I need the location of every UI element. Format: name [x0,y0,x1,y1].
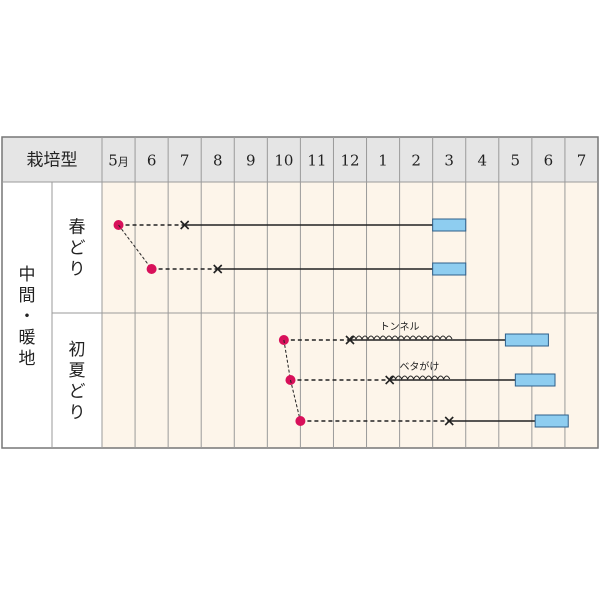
month-label: 5 [511,152,521,170]
month-label: 10 [274,152,293,170]
group-label-char: ど [69,239,86,259]
region-label-char: 中 [19,265,36,285]
planting-mark [385,375,395,385]
month-label: 8 [213,152,223,170]
group-label-char: り [69,260,86,280]
harvest-bar [504,333,549,347]
harvest-bar [432,262,467,276]
group-label-char: 初 [69,340,86,360]
header-label: 栽培型 [27,151,78,171]
region-label-char: 間 [19,286,36,306]
planting-mark [180,220,190,230]
region-label-char: ・ [19,307,36,327]
month-label: 6 [147,152,157,170]
group-label-char: ど [69,382,86,402]
month-label: 5月 [108,152,129,170]
sowing-dot [146,264,157,274]
region-label-char: 暖 [19,328,36,348]
cover-label: ベタがけ [399,360,439,373]
sowing-connector [283,339,291,381]
harvest-bar [534,414,569,428]
grid-layer [1,136,599,449]
planting-mark [345,335,355,345]
month-label: 9 [246,152,256,170]
planting-mark [213,264,223,274]
sowing-dot [295,416,306,426]
marks-layer [113,218,569,428]
region-label-char: 地 [19,349,36,369]
month-label: 7 [577,152,587,170]
calendar-cells-bg [102,182,598,448]
sowing-connector [289,379,301,422]
month-label: 3 [444,152,454,170]
month-label: 12 [340,152,359,170]
sowing-connector [118,224,152,270]
month-label: 6 [544,152,554,170]
month-label: 4 [477,152,487,170]
planting-mark [444,416,454,426]
month-label: 7 [180,152,190,170]
month-label: 1 [378,152,388,170]
cover-squiggle [349,335,453,341]
harvest-bar [432,218,467,232]
cover-squiggle [389,375,451,381]
group-label-char: り [69,403,86,423]
cover-label: トンネル [380,321,420,333]
month-label: 11 [307,152,326,170]
harvest-bar [514,373,556,387]
month-label: 2 [411,152,421,170]
group-label-char: 夏 [69,361,86,381]
group-label-char: 春 [69,218,86,238]
